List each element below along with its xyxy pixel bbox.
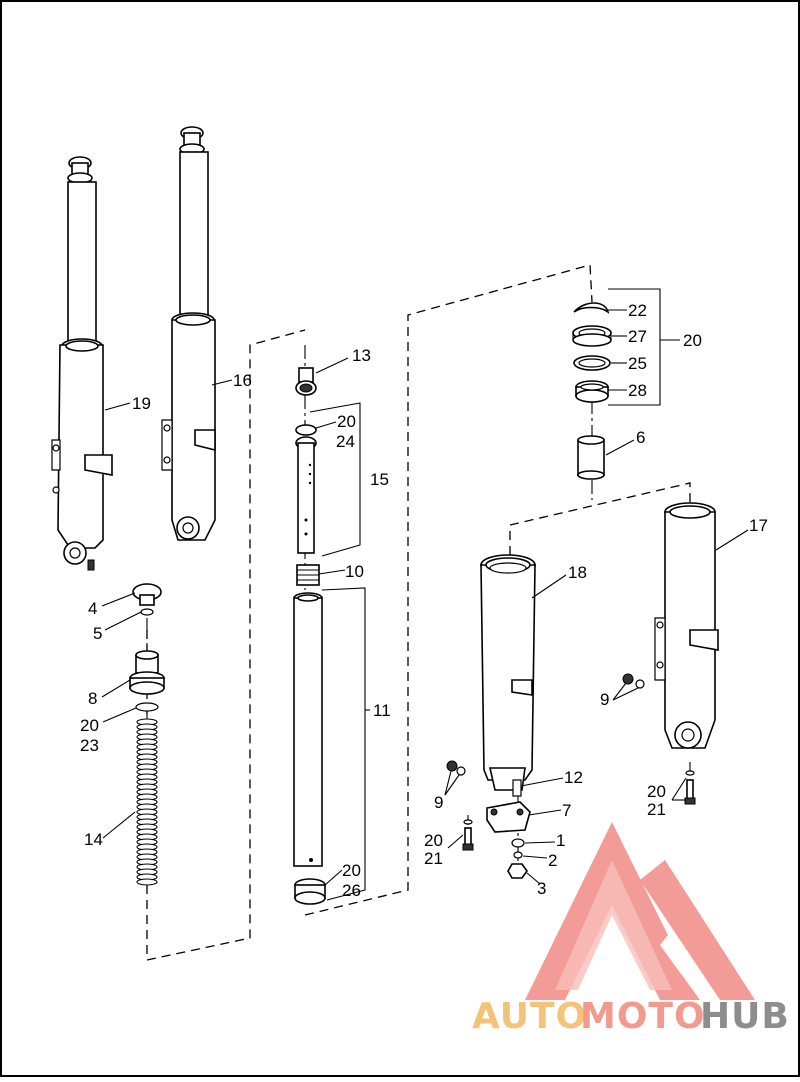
callout-6: 6 <box>636 428 645 447</box>
callout-20-group: 20 <box>683 331 702 350</box>
part-3-nut <box>507 863 528 879</box>
callout-27: 27 <box>628 327 647 346</box>
bracket-20-group <box>608 288 680 406</box>
callout-19: 19 <box>132 394 151 413</box>
watermark-text: AUTO MOTO HUB <box>472 996 790 1037</box>
part-20-21-bolt-left <box>462 819 474 851</box>
part-20-26-bushing <box>294 878 326 905</box>
callout-3: 3 <box>537 879 546 898</box>
part-22-retaining-ring <box>573 302 610 314</box>
callout-20-plug: 20 <box>80 716 99 735</box>
fork-assembly-16 <box>161 126 216 541</box>
part-11-fork-tube <box>293 592 323 867</box>
callout-20-bushing: 20 <box>342 861 361 880</box>
part-5-oring <box>140 608 154 616</box>
part-15-damper-tube <box>295 436 317 554</box>
callout-8: 8 <box>88 689 97 708</box>
callout-21-bolt-left: 21 <box>424 849 443 868</box>
part-9-screw-left <box>446 760 466 776</box>
part-13-valve <box>295 367 317 396</box>
callout-1: 1 <box>556 831 565 850</box>
callout-20-bolt-left: 20 <box>424 831 443 850</box>
callout-2: 2 <box>548 851 557 870</box>
part-8-plug <box>129 650 165 695</box>
callout-23: 23 <box>80 736 99 755</box>
watermark-logo-icon <box>525 822 755 1000</box>
watermark-auto: AUTO <box>472 996 587 1037</box>
callout-18: 18 <box>568 563 587 582</box>
part-6-spacer <box>577 435 605 480</box>
callout-9-right: 9 <box>600 690 609 709</box>
callout-13: 13 <box>352 346 371 365</box>
callout-20-bolt-right: 20 <box>647 782 666 801</box>
callout-25: 25 <box>628 354 647 373</box>
part-17-fork-slider <box>654 502 719 749</box>
callout-11: 11 <box>373 701 391 720</box>
callout-16: 16 <box>233 371 252 390</box>
part-20-23-washer <box>135 702 159 712</box>
part-27-seal <box>572 325 612 347</box>
callout-labels: 19 16 4 5 8 20 23 14 13 20 24 15 10 11 2… <box>80 301 768 900</box>
callout-22: 22 <box>628 301 647 320</box>
watermark-moto: MOTO <box>580 996 706 1037</box>
leader-lines <box>101 309 749 886</box>
part-10-spring <box>296 564 320 586</box>
callout-15: 15 <box>370 470 389 489</box>
callout-26: 26 <box>342 881 361 900</box>
part-9-screw-right <box>622 673 645 689</box>
part-7-axle-cap <box>486 801 531 833</box>
callout-17: 17 <box>749 516 768 535</box>
callout-24: 24 <box>336 432 355 451</box>
part-2-lockwasher <box>513 851 523 859</box>
part-20-24-ring <box>295 424 317 436</box>
callout-10: 10 <box>345 562 364 581</box>
part-20-21-bolt-right <box>684 770 696 805</box>
part-14-spring <box>136 718 158 886</box>
part-25-washer <box>573 355 611 371</box>
callout-5: 5 <box>93 624 102 643</box>
callout-14: 14 <box>84 830 103 849</box>
callout-9-left: 9 <box>434 793 443 812</box>
callout-28: 28 <box>628 381 647 400</box>
callout-12: 12 <box>564 768 583 787</box>
callout-4: 4 <box>88 599 97 618</box>
watermark-hub: HUB <box>700 996 790 1037</box>
part-1-washer <box>511 838 525 848</box>
part-18-fork-slider <box>480 554 536 797</box>
callout-7: 7 <box>562 801 571 820</box>
bracket-15 <box>309 402 361 557</box>
part-28-bushing <box>575 380 609 403</box>
callout-20-ring: 20 <box>337 412 356 431</box>
bracket-11 <box>321 587 366 901</box>
callout-21-bolt-right: 21 <box>647 800 666 819</box>
part-4-cap <box>132 583 162 606</box>
fork-assembly-19 <box>51 156 113 571</box>
